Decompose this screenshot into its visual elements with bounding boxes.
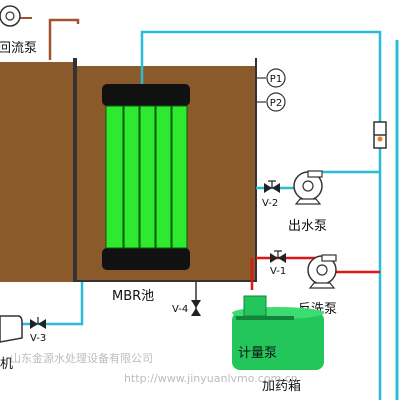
membrane-sheet [155,105,172,249]
return-pump-label: 回流泵 [0,41,37,56]
valve-v4 [191,300,201,316]
metering-pump [236,295,294,320]
valve-v2 [264,180,280,193]
dosing-tank-label: 加药箱 [262,378,301,394]
outlet-pump [293,170,323,205]
valve-v3-left [30,319,38,329]
valve-v3-right [38,319,46,329]
blower [0,315,23,343]
air-line [20,282,84,326]
permeate-pipe [140,30,382,400]
return-pump [0,5,21,27]
backwash-pump-base [308,282,336,289]
membrane-sheet [105,105,124,249]
return-pump-impeller [5,11,15,21]
module-top-header [102,84,190,106]
watermark-url: http://www.jinyuanlvmo.com.cn [124,372,298,385]
gauge-p2-label: P2 [270,98,282,109]
outlet-pump-outlet [307,170,323,178]
flowmeter [373,121,387,149]
valve-v1-left [270,253,278,263]
backwash-pump [307,254,337,289]
valve-v4-bottom [191,308,201,316]
membrane-sheet [139,105,156,249]
membrane-sheet [171,105,188,249]
valve-v2-left [264,183,272,193]
valve-v3-label: V-3 [30,333,46,344]
valve-v1-right [278,253,286,263]
valve-v4-top [191,300,201,308]
gauge-p1-label: P1 [270,74,282,85]
valve-v3 [30,317,46,329]
flowmeter-ball [377,136,383,142]
backwash-pump-outlet [321,254,337,262]
valve-v1 [270,250,286,263]
left-tank [0,62,76,282]
valve-v2-label: V-2 [262,198,278,209]
membrane-sheet [123,105,140,249]
metering-pump-label: 计量泵 [238,346,277,361]
outlet-pump-base [294,198,322,205]
metering-pump-base [236,316,294,320]
outlet-pump-label: 出水泵 [288,219,327,234]
valve-v2-right [272,183,280,193]
valve-v1-label: V-1 [270,266,286,277]
return-pump-body [0,5,21,27]
gauge-p1 [266,68,286,88]
gauge-p2 [266,92,286,112]
return-pipe [48,18,80,60]
module-bottom-header [102,248,190,270]
watermark-company: 山东金源水处理设备有限公司 [10,351,153,365]
backwash-pump-impeller [316,264,328,276]
valve-v4-label: V-4 [172,304,188,315]
metering-pump-body [243,295,267,317]
outlet-pump-impeller [302,180,314,192]
mbr-tank-label: MBR池 [112,289,154,304]
blower-label: 机 [0,357,13,372]
membrane-module [102,84,190,270]
dosing-tank-body [232,312,324,370]
